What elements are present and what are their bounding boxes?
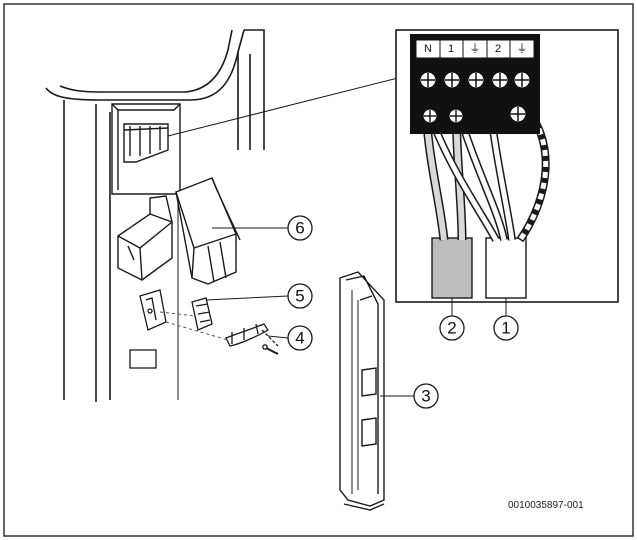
reference-code: 0010035897-001 <box>508 500 584 511</box>
terminal-detail-inset: N 1 ⏚ 2 ⏚ <box>395 29 619 303</box>
callout-1: 1 <box>493 315 519 341</box>
callout-5: 5 <box>287 283 313 309</box>
cable-2-sheath <box>431 237 473 299</box>
callout-6: 6 <box>287 215 313 241</box>
callout-4: 4 <box>287 325 313 351</box>
terminal-label-1: 1 <box>448 43 454 55</box>
callout-4-label: 4 <box>295 329 304 348</box>
callout-3-label: 3 <box>421 387 430 406</box>
callout-1-label: 1 <box>501 319 510 338</box>
assembly-guide-lines <box>159 311 229 341</box>
callout-6-label: 6 <box>295 219 304 238</box>
callout-2: 2 <box>439 315 465 341</box>
terminal-label-earth-b: ⏚ <box>517 42 528 55</box>
cover-part-6 <box>175 177 241 285</box>
control-recess <box>111 103 181 195</box>
terminal-screw <box>443 71 461 89</box>
cover-part-3 <box>339 271 385 511</box>
terminal-screw <box>419 71 437 89</box>
terminal-block <box>410 34 540 134</box>
terminal-label-2: 2 <box>495 43 501 55</box>
terminal-screw <box>513 71 531 89</box>
connector-plug <box>123 123 169 163</box>
terminal-screw <box>509 105 527 123</box>
strain-relief-bracket <box>117 195 173 281</box>
terminal-screw <box>491 71 509 89</box>
callout-5-label: 5 <box>295 287 304 306</box>
callout-3: 3 <box>413 383 439 409</box>
terminal-screw <box>467 71 485 89</box>
clip-part-5 <box>191 297 213 331</box>
mounting-plate <box>139 289 167 331</box>
callout-leaders <box>205 227 507 397</box>
label-plate <box>129 349 157 369</box>
cable-1-sheath <box>485 237 527 299</box>
terminal-screw <box>448 108 464 124</box>
terminal-screw <box>422 108 438 124</box>
clamp-part-4 <box>225 323 279 355</box>
callout-2-label: 2 <box>447 319 456 338</box>
leader-plug-to-terminal <box>167 77 399 137</box>
terminal-label-n: N <box>424 43 432 55</box>
terminal-label-earth-a: ⏚ <box>470 42 481 55</box>
